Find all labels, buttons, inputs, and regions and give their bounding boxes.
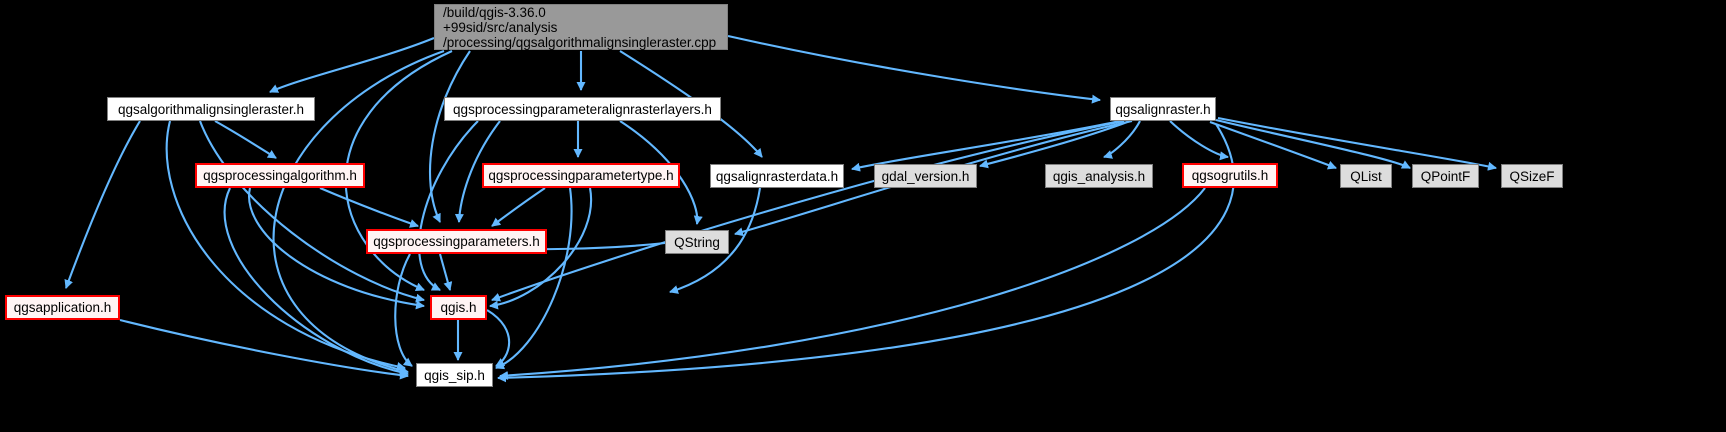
node-root[interactable]: /build/qgis-3.36.0 +99sid/src/analysis /… <box>434 4 728 50</box>
node-qgsalgorithmalignsingleraster-h[interactable]: qgsalgorithmalignsingleraster.h <box>107 97 315 121</box>
node-qlist[interactable]: QList <box>1340 164 1392 188</box>
node-qgsalignraster-h[interactable]: qgsalignraster.h <box>1110 97 1216 121</box>
node-qgsapplication-h[interactable]: qgsapplication.h <box>5 295 120 320</box>
node-qpointf[interactable]: QPointF <box>1412 164 1479 188</box>
node-qgsprocessingalgorithm-h[interactable]: qgsprocessingalgorithm.h <box>195 163 365 188</box>
node-gdal-version-h[interactable]: gdal_version.h <box>874 164 977 188</box>
node-qstring[interactable]: QString <box>665 230 729 254</box>
node-qgis-analysis-h[interactable]: qgis_analysis.h <box>1045 164 1153 188</box>
node-qgsprocessingparameteralignrasterlayers-h[interactable]: qgsprocessingparameteralignrasterlayers.… <box>444 97 721 121</box>
node-qgsprocessingparametertype-h[interactable]: qgsprocessingparametertype.h <box>482 163 680 188</box>
node-qgsogrutils-h[interactable]: qgsogrutils.h <box>1182 163 1278 188</box>
node-qsizef[interactable]: QSizeF <box>1501 164 1563 188</box>
node-qgsprocessingparameters-h[interactable]: qgsprocessingparameters.h <box>366 229 547 254</box>
node-qgsalignrasterdata-h[interactable]: qgsalignrasterdata.h <box>710 164 844 188</box>
node-qgis-sip-h[interactable]: qgis_sip.h <box>416 363 493 387</box>
node-qgis-h[interactable]: qgis.h <box>430 295 487 320</box>
